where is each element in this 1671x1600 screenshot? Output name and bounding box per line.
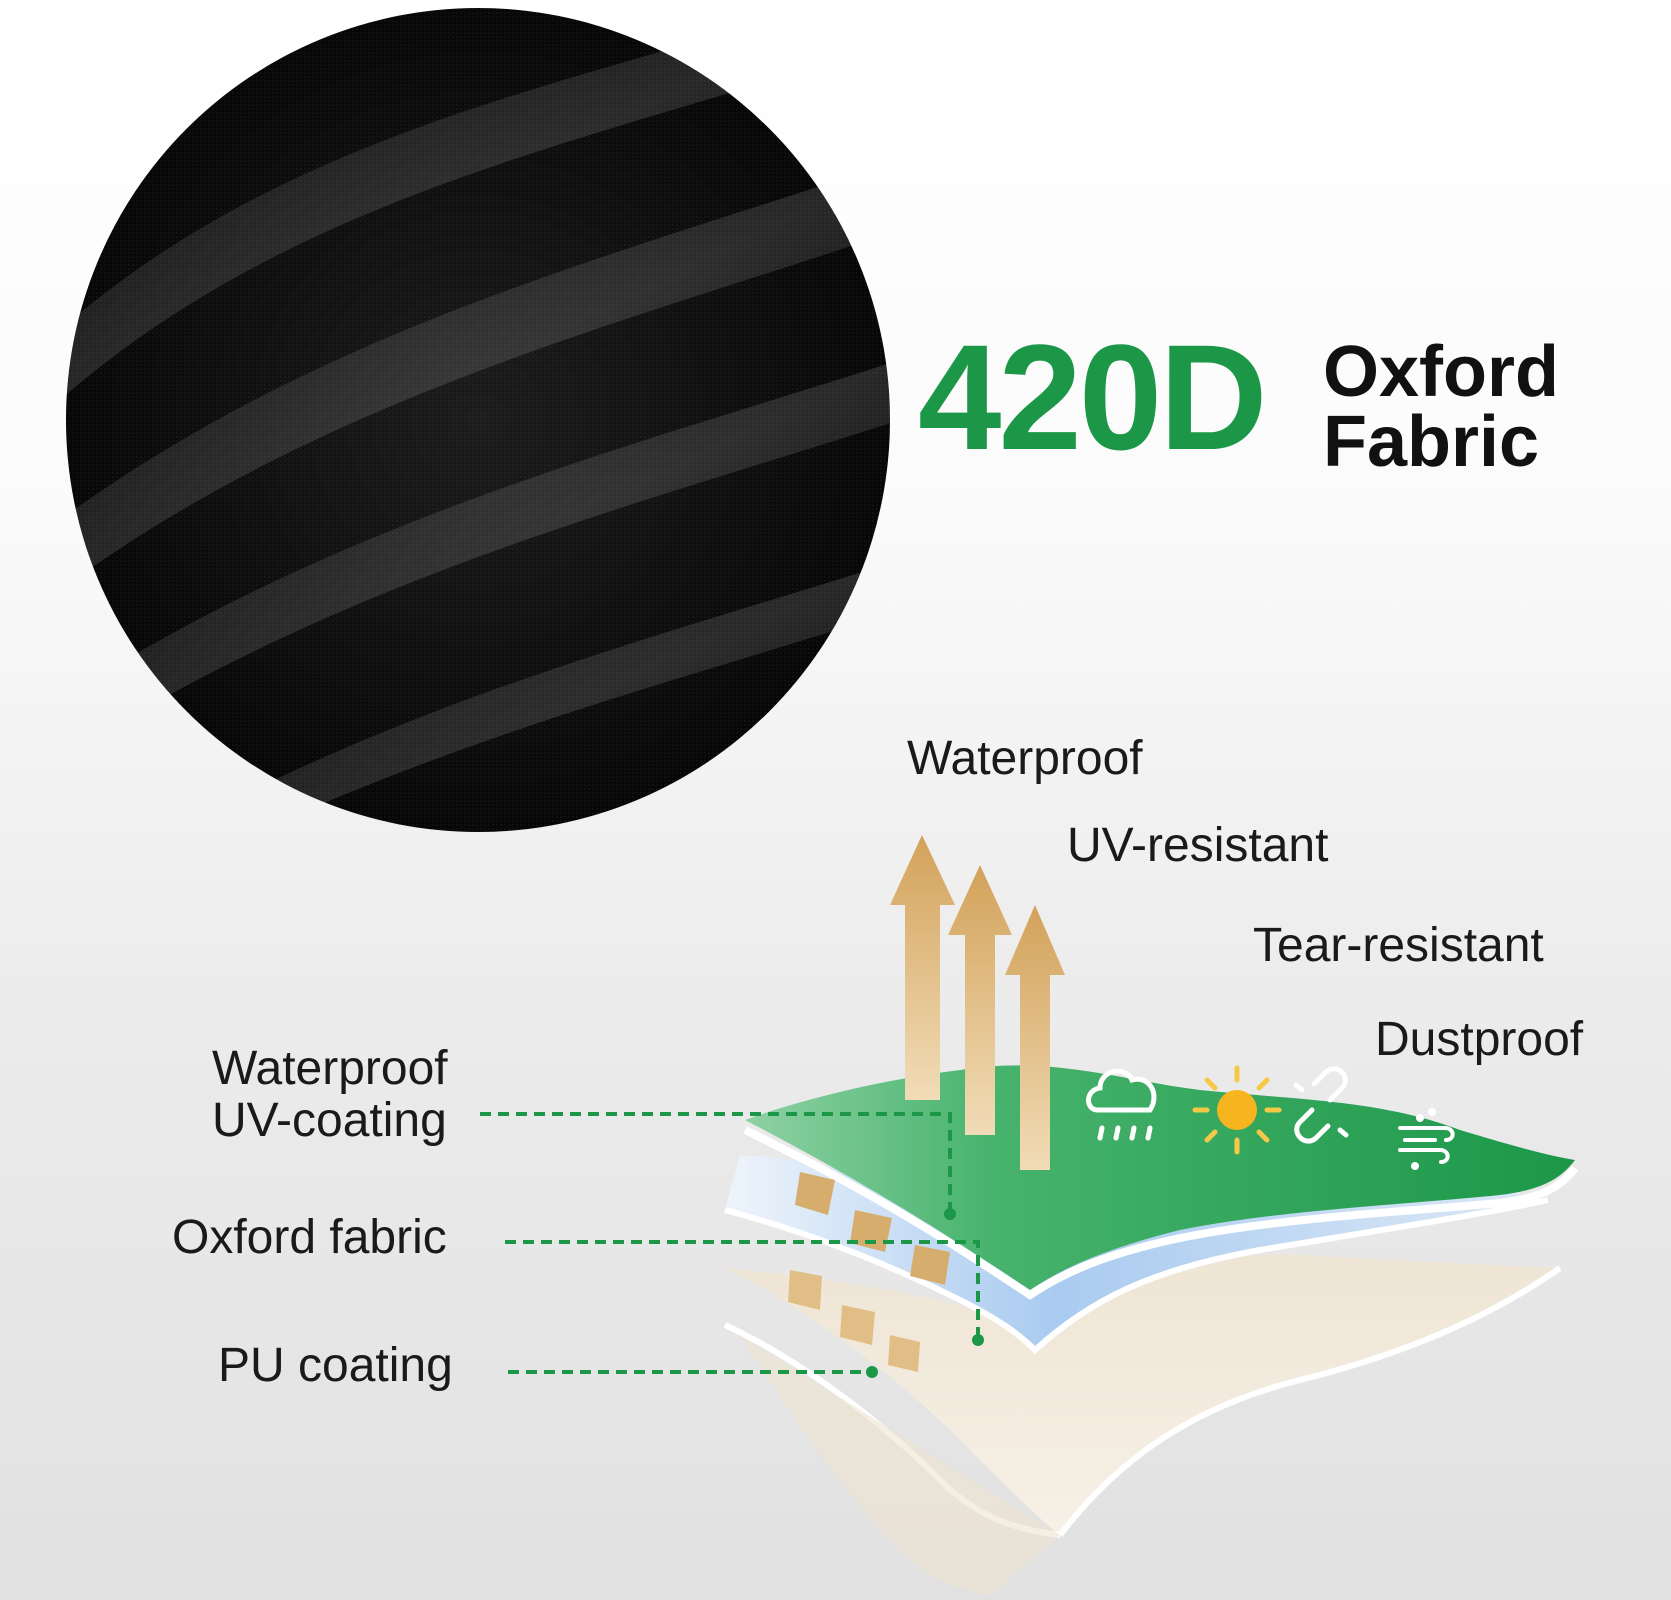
layer-label-middle: Oxford fabric xyxy=(172,1211,447,1264)
wind-dust-icon xyxy=(1398,1108,1455,1170)
fabric-denier-number: 420D xyxy=(918,313,1268,481)
layer-label-bottom: PU coating xyxy=(218,1339,453,1392)
benefit-waterproof: Waterproof xyxy=(907,732,1143,785)
upward-arrows xyxy=(890,835,1065,1170)
benefit-uv-resistant: UV-resistant xyxy=(1067,819,1329,872)
leader-lines xyxy=(480,1112,980,1374)
fabric-type-line2: Fabric xyxy=(1323,402,1540,482)
fabric-type-line1: Oxford xyxy=(1323,332,1560,412)
leader-dots xyxy=(866,1208,984,1378)
structure-blocks xyxy=(788,1172,950,1372)
layer-waterproof-uv-coating xyxy=(743,1065,1579,1300)
rain-cloud-icon xyxy=(1086,1068,1157,1141)
fabric-swatch xyxy=(66,8,890,832)
benefit-dustproof: Dustproof xyxy=(1375,1013,1584,1066)
layer-pu-coating xyxy=(723,1254,1562,1595)
layer-label-top-line2: UV-coating xyxy=(212,1094,447,1147)
sun-icon xyxy=(1192,1065,1282,1155)
layer-label-top-line1: Waterproof xyxy=(212,1042,448,1095)
benefit-tear-resistant: Tear-resistant xyxy=(1253,919,1544,972)
broken-link-icon xyxy=(1293,1066,1349,1144)
